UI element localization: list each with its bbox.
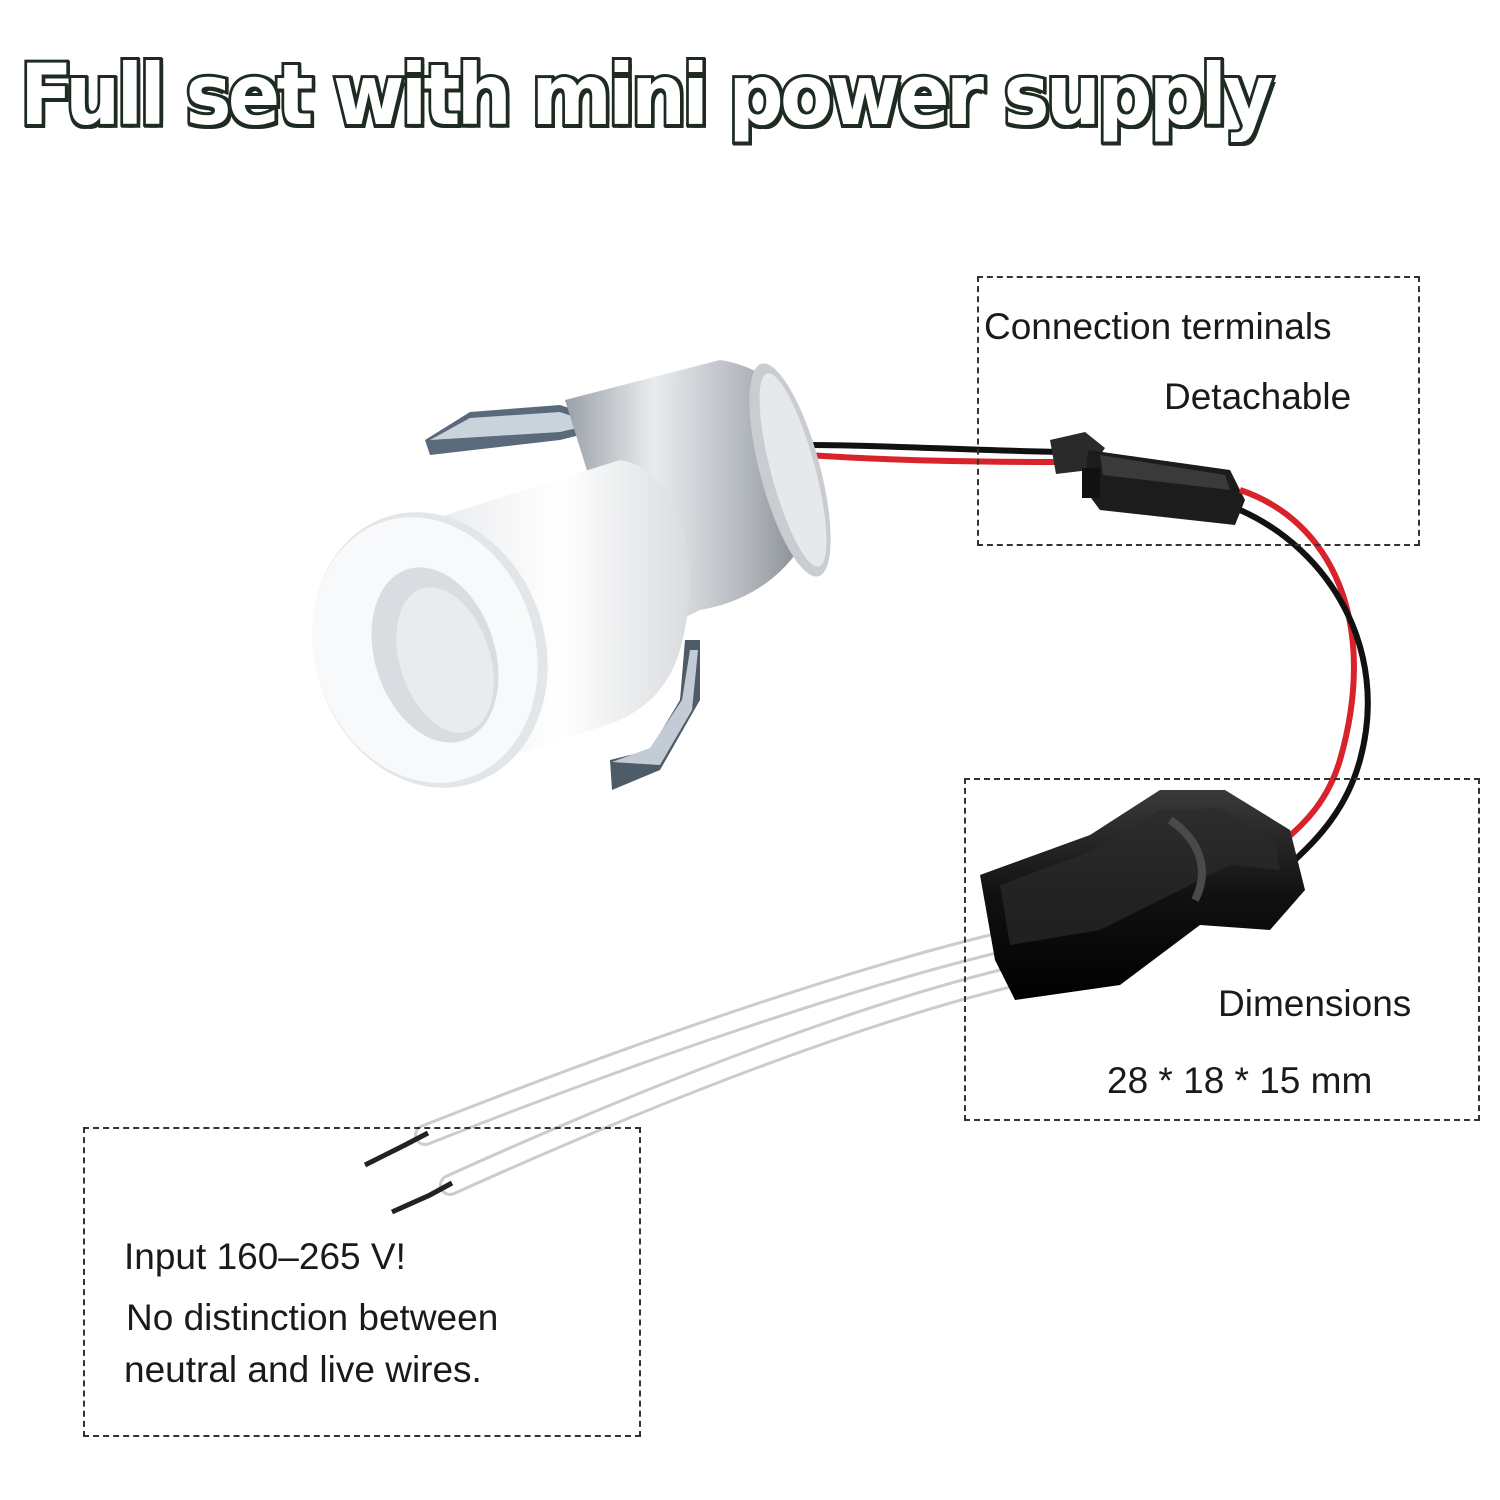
input-callout-line1: Input 160–265 V!	[124, 1236, 406, 1277]
red-wire-lower	[1239, 487, 1357, 848]
spring-clip-bottom	[610, 640, 700, 790]
white-wire-1-hl	[417, 932, 1018, 1143]
dimensions-callout-box	[964, 778, 1480, 1121]
red-wire-upper	[807, 452, 1061, 465]
connection-callout-title: Connection terminals	[984, 306, 1332, 347]
input-callout-line3: neutral and live wires.	[124, 1349, 482, 1390]
white-wire-2-hl	[442, 967, 1028, 1193]
wire-tip-1	[363, 1130, 430, 1168]
dimensions-callout-value: 28 * 18 * 15 mm	[1107, 1060, 1373, 1101]
lamp-bezel	[312, 460, 690, 788]
connector	[1050, 432, 1245, 525]
connection-callout-box	[977, 276, 1420, 546]
black-wire-lower	[1238, 507, 1371, 863]
input-callout-box	[83, 1127, 641, 1437]
spring-clip-top	[425, 405, 600, 455]
black-wire-upper	[807, 442, 1061, 455]
dimensions-callout-title: Dimensions	[1218, 983, 1412, 1024]
connection-callout-subtitle: Detachable	[1164, 376, 1352, 417]
headline: Full set with mini power supply	[17, 43, 1276, 147]
driver-block	[980, 790, 1305, 1000]
wire-tip-2	[390, 1180, 454, 1215]
input-callout-line2: No distinction between	[126, 1297, 499, 1338]
